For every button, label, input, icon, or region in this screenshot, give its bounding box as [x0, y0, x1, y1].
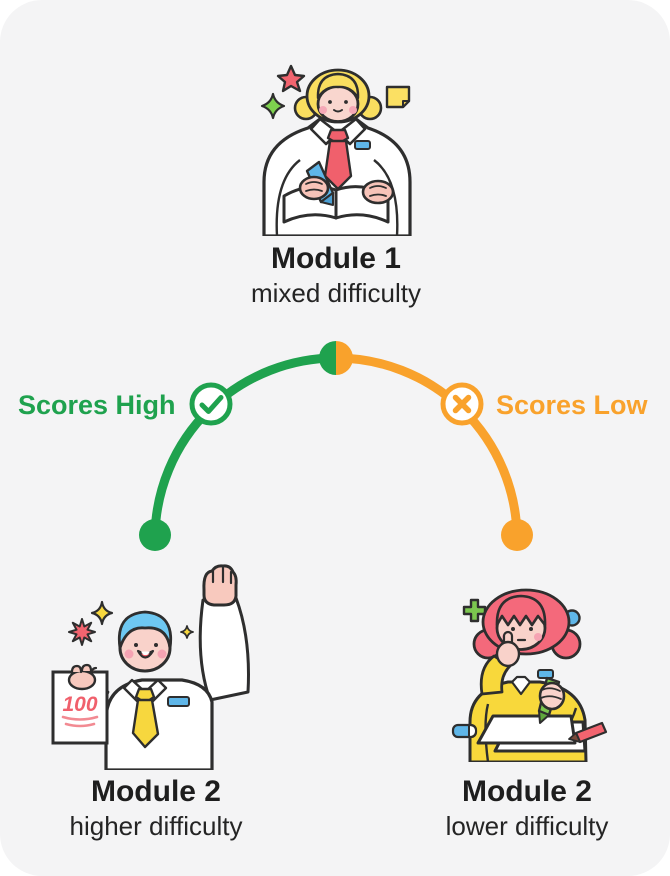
gripping-hand	[67, 663, 98, 691]
boy-body	[75, 674, 214, 770]
woman-head	[293, 68, 383, 124]
red-tie	[323, 128, 353, 191]
yellow-tie	[131, 687, 160, 749]
module2-low-caption: Module 2 lower difficulty	[377, 775, 670, 841]
arc-low	[335, 353, 522, 536]
pencil-icon	[568, 721, 608, 744]
score-100-text: 100	[62, 693, 97, 716]
burst-icon	[68, 618, 96, 646]
boy-head	[117, 610, 173, 673]
scores-high-label: Scores High	[18, 390, 176, 420]
paper-sheets	[476, 714, 587, 753]
module1-caption: Module 1 mixed difficulty	[161, 242, 511, 308]
scores-low-label: Scores Low	[496, 390, 648, 420]
cross-circle-icon	[440, 382, 484, 426]
module2-high-title: Module 2	[90, 775, 221, 808]
shirt-tag	[354, 140, 371, 150]
girl-head	[472, 588, 582, 660]
star-icon	[276, 64, 306, 93]
module2-high-caption: Module 2 higher difficulty	[6, 775, 306, 841]
eraser-icon	[451, 723, 478, 739]
shirt-tag	[167, 696, 190, 707]
module2-low-subtitle: lower difficulty	[445, 810, 609, 841]
module1-subtitle: mixed difficulty	[250, 277, 422, 308]
resting-hand	[361, 179, 395, 205]
sparkle-icon	[260, 92, 286, 120]
arc-high	[150, 353, 337, 536]
crayon-hand	[538, 681, 566, 711]
diamond-sparkle-icon	[90, 600, 194, 639]
module1-title: Module 1	[270, 242, 401, 275]
plus-icon	[462, 598, 487, 623]
branch-arc	[139, 341, 533, 551]
arc-apex-dot	[319, 341, 353, 375]
raised-arm	[198, 564, 250, 702]
module2-low-title: Module 2	[461, 775, 592, 808]
sticky-note-icon	[385, 85, 411, 109]
writing-hand	[298, 175, 330, 201]
shirt-tag	[537, 669, 554, 679]
arc-end-dot-high	[139, 519, 171, 551]
thinking-hand	[479, 630, 521, 696]
module2-high-illustration: 100	[51, 564, 250, 770]
check-circle-icon	[189, 382, 233, 426]
module2-high-subtitle: higher difficulty	[69, 810, 243, 841]
module1-illustration	[260, 64, 412, 236]
module2-low-illustration	[451, 588, 608, 762]
arc-end-dot-low	[501, 519, 533, 551]
